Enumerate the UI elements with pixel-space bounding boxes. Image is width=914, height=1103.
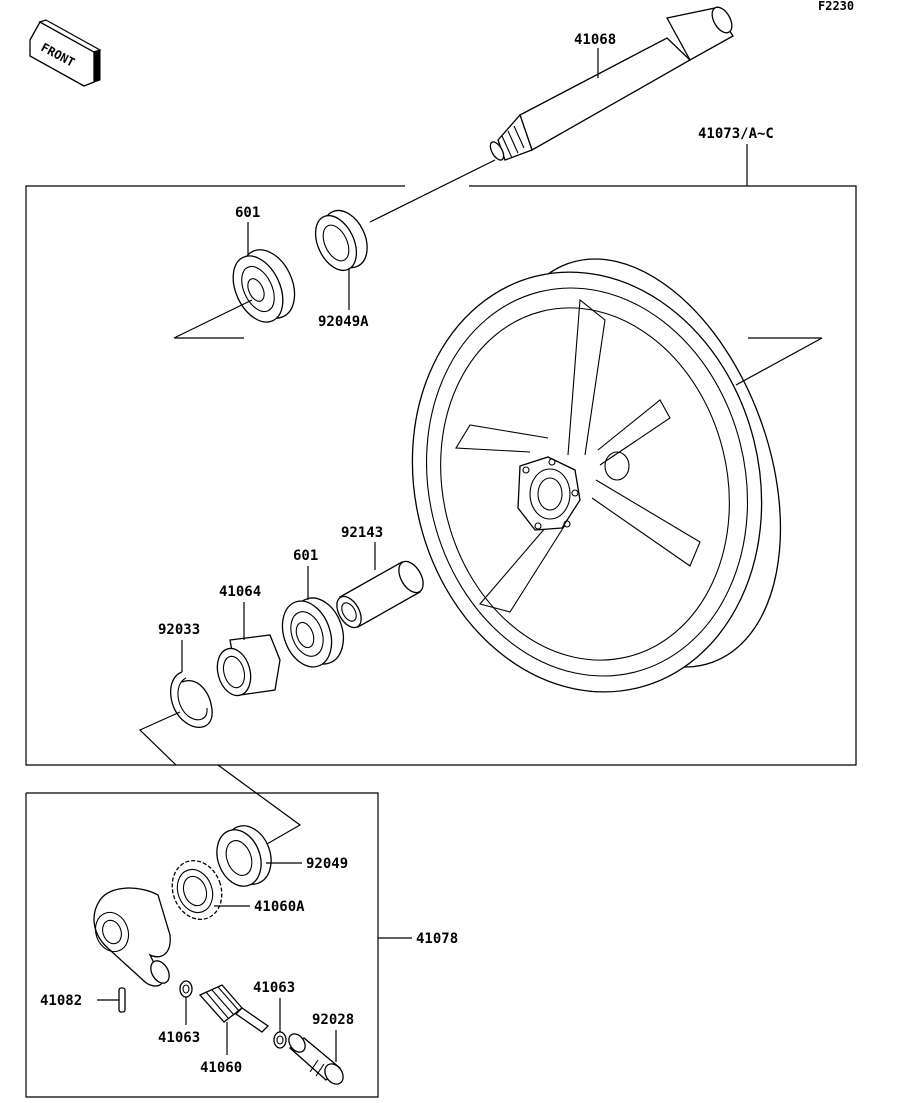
label-41068: 41068 [574, 32, 616, 48]
meter-gear-housing [93, 887, 171, 987]
front-arrow-icon: FRONT [29, 19, 102, 87]
oil-seal-92049 [216, 825, 272, 887]
pinion-41060 [198, 984, 270, 1033]
label-41064: 41064 [219, 584, 261, 600]
wheel-assembly-box [25, 185, 857, 766]
collar-92143 [336, 560, 424, 629]
label-92049A: 92049A [318, 314, 369, 330]
bearing-601-middle [281, 597, 345, 668]
label-41082: 41082 [40, 993, 82, 1009]
washer-41063-right [273, 1031, 287, 1049]
front-axle [489, 6, 734, 161]
label-41073: 41073/A~C [698, 126, 774, 142]
label-41078: 41078 [416, 931, 458, 947]
label-601-middle: 601 [293, 548, 318, 564]
bushing-92028 [288, 1033, 344, 1085]
figure-code: F2230 [818, 0, 854, 13]
label-601-top: 601 [235, 205, 260, 221]
label-92143: 92143 [341, 525, 383, 541]
label-92033: 92033 [158, 622, 200, 638]
label-92049: 92049 [306, 856, 348, 872]
gear-41060A [171, 859, 223, 921]
meter-gear-box [25, 792, 379, 1098]
dust-cover-41064 [216, 634, 281, 697]
washer-41063-left [179, 980, 193, 998]
label-41060: 41060 [200, 1060, 242, 1076]
oil-seal-92049A [314, 209, 368, 272]
label-41063-right: 41063 [253, 980, 295, 996]
front-wheel [411, 258, 782, 693]
label-41063-left: 41063 [158, 1030, 200, 1046]
label-41060A: 41060A [254, 899, 305, 915]
bearing-601-top [232, 249, 296, 323]
label-92028: 92028 [312, 1012, 354, 1028]
circlip-92033 [170, 671, 213, 728]
pin-41082 [118, 987, 126, 1013]
